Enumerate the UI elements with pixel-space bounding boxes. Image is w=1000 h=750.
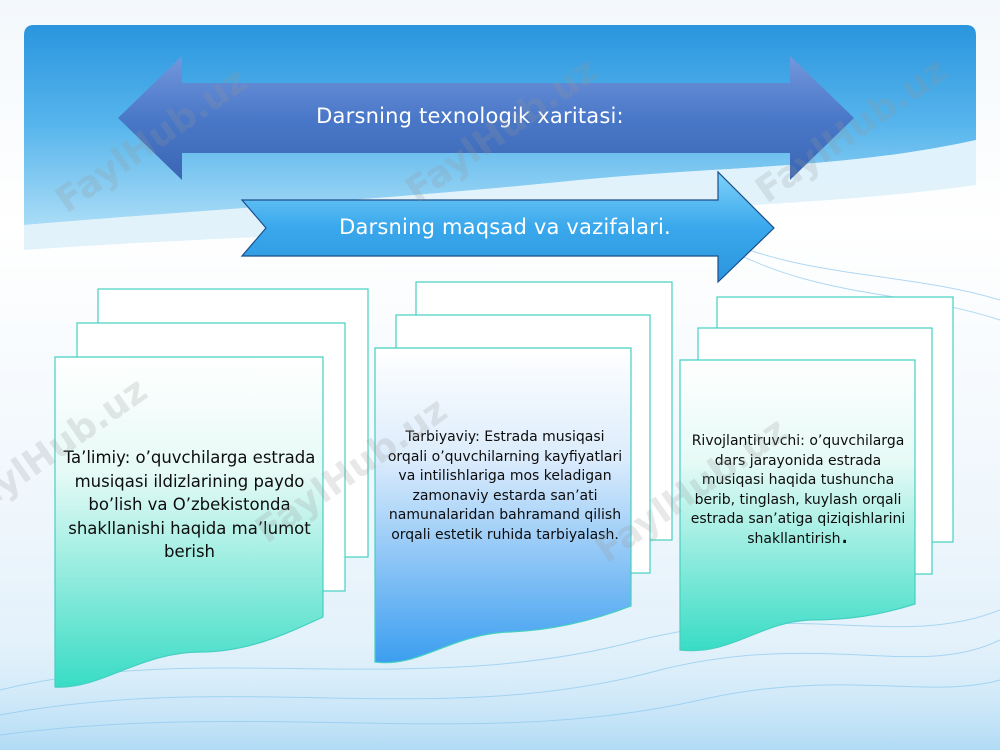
main-title: Darsning texnologik xaritasi: [316, 104, 624, 128]
card-tarbiyaviy-text: Tarbiyaviy: Estrada musiqasi orqali o’qu… [387, 429, 623, 543]
sub-arrow [240, 170, 775, 284]
sub-title: Darsning maqsad va vazifalari. [339, 215, 671, 239]
card-rivojlantiruvchi [679, 359, 916, 652]
card-rivojlantiruvchi-text: Rivojlantiruvchi: o’quvchilarga dars jar… [686, 432, 910, 550]
card-rivojlantiruvchi-body: Rivojlantiruvchi: o’quvchilarga dars jar… [690, 433, 906, 547]
card-tarbiyaviy [374, 347, 632, 664]
card-talimiy [54, 356, 324, 688]
main-double-arrow [118, 56, 854, 180]
card-rivojlantiruvchi-ending: . [840, 519, 849, 550]
card-talimiy-text: Ta’limiy: o’quvchilarga estrada musiqasi… [63, 448, 316, 561]
